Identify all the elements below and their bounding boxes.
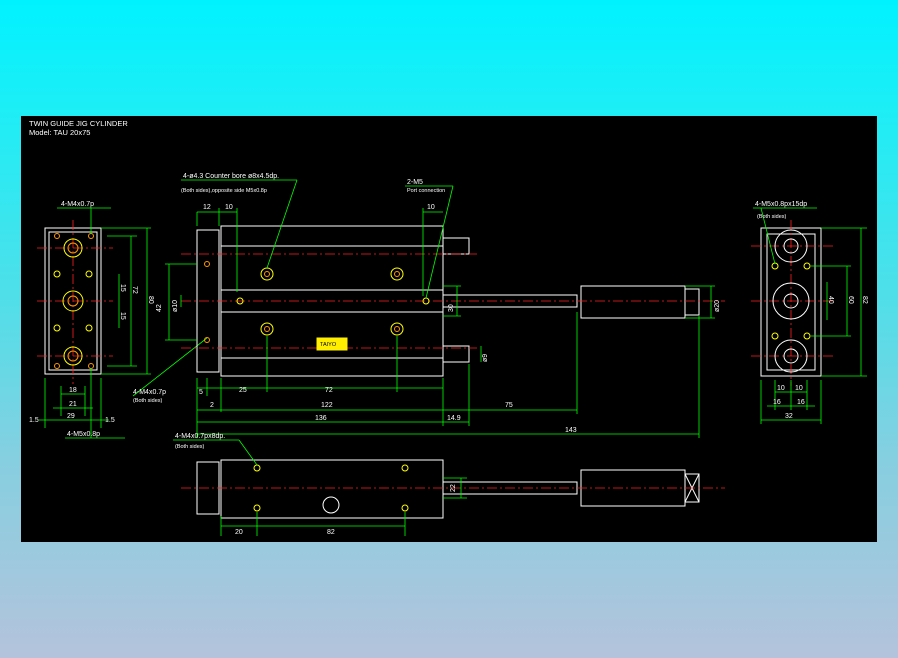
dim-front-2: 2 (210, 402, 214, 409)
dim-front-30: 30 (448, 304, 455, 312)
front-top-callout-sub: (Both sides),opposite side M5x0.8p (181, 188, 267, 194)
left-side-callout: 4-M4x0.7p (133, 389, 166, 396)
dim-left-1-5-b: 1.5 (105, 417, 115, 424)
dim-bottom-20: 20 (235, 529, 243, 536)
dim-right-82: 82 (861, 296, 868, 304)
dim-front-12: 12 (203, 204, 211, 211)
right-top-callout-sub: (Both sides) (757, 214, 787, 220)
dim-front-10-b: 10 (427, 204, 435, 211)
dim-left-72: 72 (131, 286, 138, 294)
dim-front-143: 143 (565, 427, 577, 434)
dim-left-15-b: 15 (119, 312, 126, 320)
port-callout-sub: Port connection (407, 188, 445, 194)
right-end-view (751, 207, 867, 424)
dim-front-136: 136 (315, 415, 327, 422)
dim-right-10-a: 10 (777, 385, 785, 392)
dim-front-122: 122 (321, 402, 333, 409)
dim-left-80: 80 (147, 296, 154, 304)
cad-drawing: TWIN GUIDE JIG CYLINDER Model: TAU 20x75 (29, 119, 868, 536)
dim-right-16-a: 16 (773, 399, 781, 406)
right-top-callout: 4-M5x0.8px15dp (755, 201, 807, 208)
left-end-view (37, 207, 208, 439)
dim-front-10-a: 10 (225, 204, 233, 211)
dim-left-21: 21 (69, 401, 77, 408)
left-bottom-callout: 4-M5x0.8p (67, 431, 100, 438)
cad-drawing-sheet: TWIN GUIDE JIG CYLINDER Model: TAU 20x75 (21, 116, 877, 542)
dim-bottom-82: 82 (327, 529, 335, 536)
nameplate-label: TAIYO (320, 342, 337, 348)
dim-left-18: 18 (69, 387, 77, 394)
dim-right-60: 60 (847, 296, 854, 304)
dim-left-29: 29 (67, 413, 75, 420)
bottom-view (173, 439, 725, 536)
left-top-callout: 4-M4x0.7p (61, 201, 94, 208)
dim-right-32: 32 (785, 413, 793, 420)
dim-front-14-9: 14.9 (447, 415, 461, 422)
bottom-top-callout-sub: (Both sides) (175, 444, 205, 450)
dim-front-42: 42 (156, 304, 163, 312)
drawing-title: TWIN GUIDE JIG CYLINDER (29, 119, 128, 128)
bottom-top-callout: 4-M4x0.7px8dp. (175, 433, 225, 440)
model-label: Model: TAU 20x75 (29, 128, 90, 137)
dim-left-1-5-a: 1.5 (29, 417, 39, 424)
dim-front-10-c: ø10 (172, 300, 179, 312)
dim-front-5: 5 (199, 389, 203, 396)
dim-front-25: 25 (239, 387, 247, 394)
port-callout: 2-M5 (407, 179, 423, 186)
front-view: TAIYO (165, 179, 725, 438)
dim-right-16-b: 16 (797, 399, 805, 406)
dim-front-9: ø9 (482, 354, 489, 362)
dim-front-20: ø20 (714, 300, 721, 312)
front-top-callout: 4-ø4.3 Counter bore ø8x4.5dp. (183, 173, 279, 180)
dim-front-72: 72 (325, 387, 333, 394)
dim-left-15-a: 15 (119, 284, 126, 292)
left-side-callout-sub: (Both sides) (133, 398, 163, 404)
dim-front-75: 75 (505, 402, 513, 409)
dim-bottom-22: 22 (450, 484, 457, 492)
dim-right-10-b: 10 (795, 385, 803, 392)
dim-right-40: 40 (827, 296, 834, 304)
